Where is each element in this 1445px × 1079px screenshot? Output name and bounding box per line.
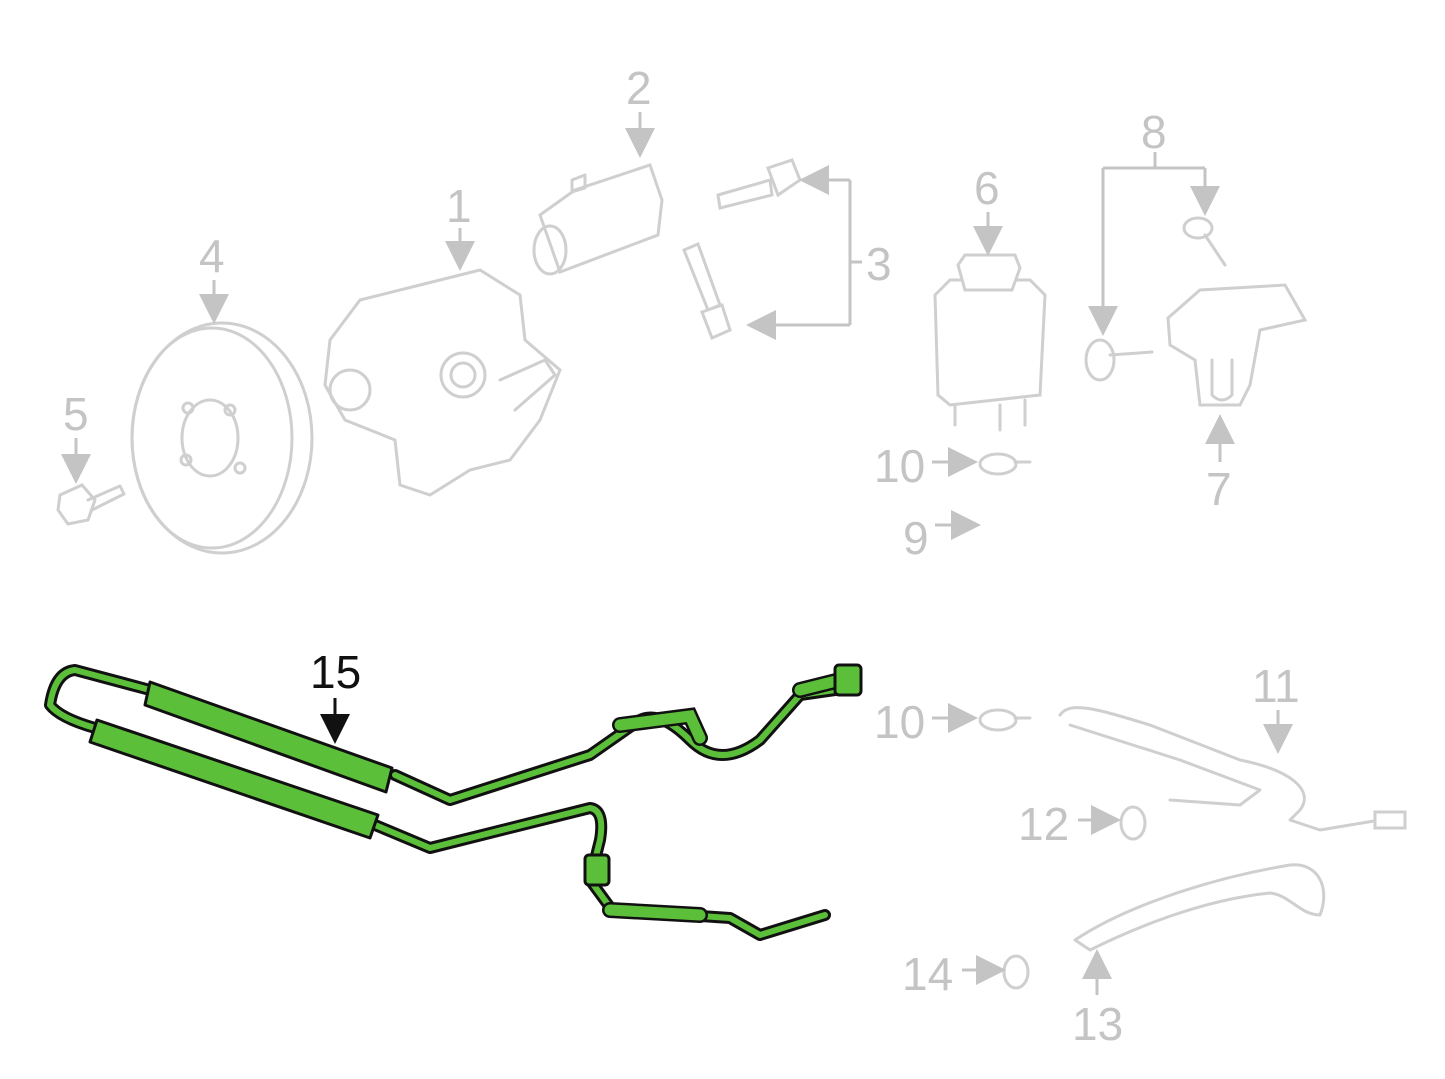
callout-10-lower: 10 — [874, 696, 925, 748]
part-3-bolts[interactable] — [682, 158, 862, 341]
callout-10-upper: 10 — [874, 440, 925, 492]
part-6-reservoir[interactable] — [933, 253, 1047, 432]
callout-12: 12 — [1018, 798, 1069, 850]
callout-7: 7 — [1206, 463, 1232, 515]
callout-13: 13 — [1072, 998, 1123, 1050]
part-14-o-ring[interactable] — [1002, 954, 1030, 990]
callout-8: 8 — [1141, 106, 1167, 158]
part-2-cover[interactable] — [532, 163, 664, 276]
callout-5: 5 — [63, 388, 89, 440]
callout-15: 15 — [310, 646, 361, 698]
part-1-pump[interactable] — [323, 268, 562, 497]
callout-6: 6 — [974, 162, 1000, 214]
part-5-bolt[interactable] — [56, 483, 126, 526]
part-8-fasteners[interactable] — [1084, 152, 1227, 382]
part-15-cooler-lines[interactable] — [44, 663, 863, 941]
callout-11: 11 — [1252, 660, 1300, 712]
callout-14: 14 — [902, 948, 953, 1000]
part-13-hose[interactable] — [1073, 863, 1326, 952]
callout-9: 9 — [903, 512, 929, 564]
part-12-o-ring[interactable] — [1119, 805, 1147, 841]
callout-1: 1 — [446, 180, 472, 232]
part-9-hose[interactable] — [954, 516, 1092, 684]
part-11-line[interactable] — [1058, 706, 1407, 832]
leader-arrows — [61, 112, 1293, 995]
callout-3: 3 — [866, 238, 892, 290]
callout-2: 2 — [626, 62, 652, 114]
callout-4: 4 — [199, 230, 225, 282]
part-7-bracket[interactable] — [1166, 283, 1308, 407]
part-10-clamp-upper[interactable] — [978, 452, 1032, 476]
part-4-pulley[interactable] — [130, 321, 314, 555]
part-10-clamp-lower[interactable] — [978, 708, 1032, 732]
